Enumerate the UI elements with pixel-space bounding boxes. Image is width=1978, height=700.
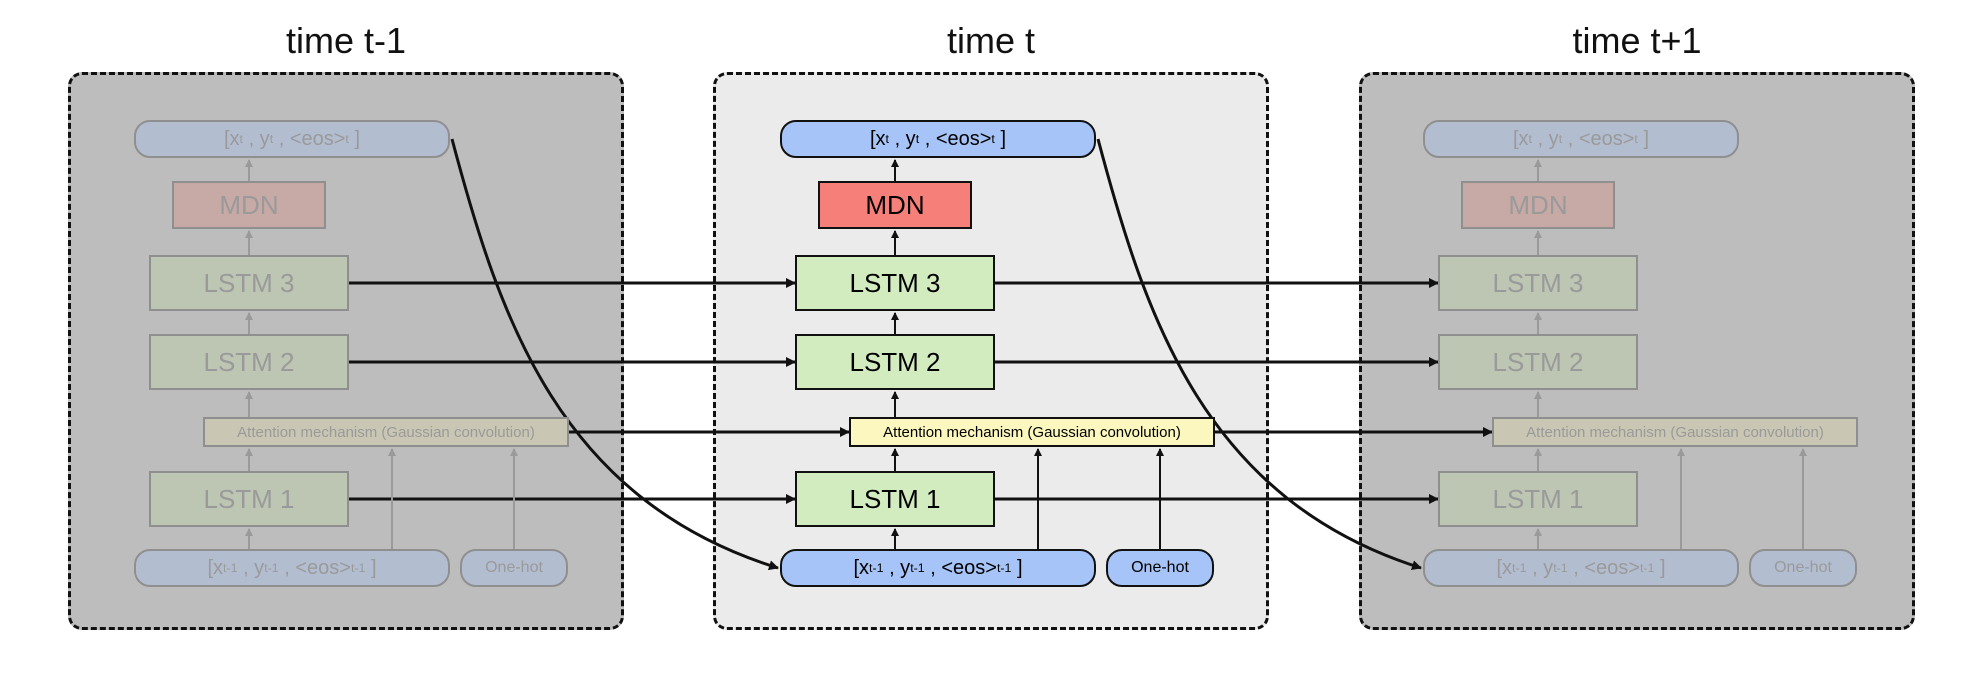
lstm1-box-t: LSTM 1 [795,471,995,527]
lstm3-box-t-minus-1: LSTM 3 [149,255,349,311]
lstm1-box-t-plus-1: LSTM 1 [1438,471,1638,527]
onehot-box-t-plus-1: One-hot [1749,549,1857,587]
mdn-box-t-minus-1: MDN [172,181,326,229]
attention-box-t-minus-1: Attention mechanism (Gaussian convolutio… [203,417,569,447]
attention-box-t: Attention mechanism (Gaussian convolutio… [849,417,1215,447]
lstm2-box-t-plus-1: LSTM 2 [1438,334,1638,390]
lstm2-box-t: LSTM 2 [795,334,995,390]
mdn-box-t: MDN [818,181,972,229]
mdn-box-t-plus-1: MDN [1461,181,1615,229]
onehot-box-t: One-hot [1106,549,1214,587]
lstm2-box-t-minus-1: LSTM 2 [149,334,349,390]
title-time-t: time t [946,20,1035,61]
attention-box-t-plus-1: Attention mechanism (Gaussian convolutio… [1492,417,1858,447]
arrow-output-t-minus-1-to-input-t [450,138,779,571]
lstm3-box-t: LSTM 3 [795,255,995,311]
lstm1-box-t-minus-1: LSTM 1 [149,471,349,527]
onehot-box-t-minus-1: One-hot [460,549,568,587]
arrow-output-t-to-input-t-plus-1 [1096,138,1422,571]
title-time-t-plus-1: time t+1 [1572,20,1702,61]
lstm3-box-t-plus-1: LSTM 3 [1438,255,1638,311]
title-time-t-minus-1: time t-1 [285,20,407,61]
